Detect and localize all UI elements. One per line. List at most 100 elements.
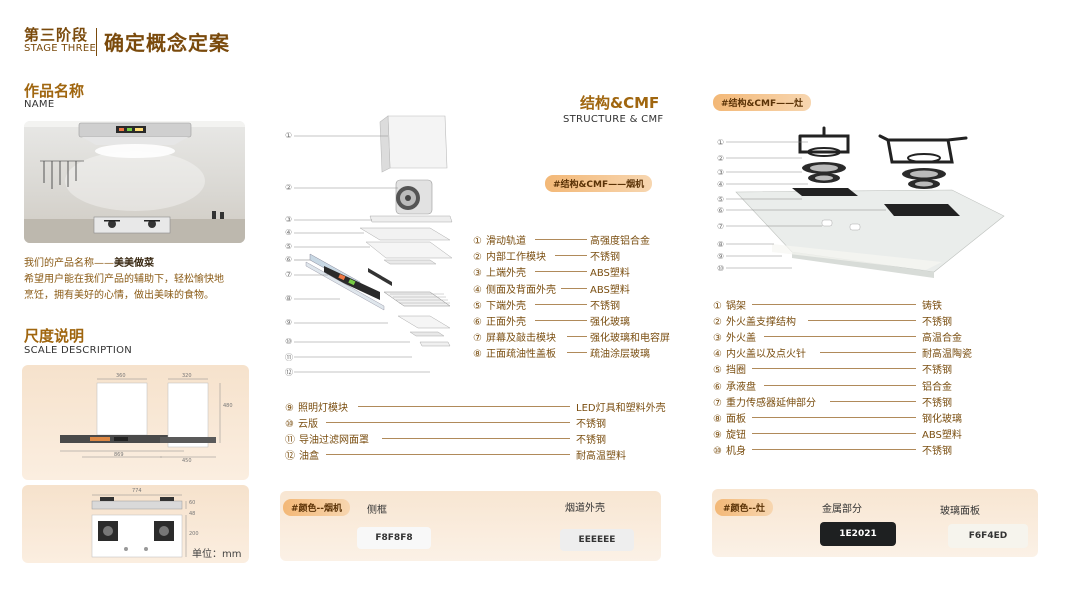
stove-callout-7: ⑦ (717, 222, 724, 231)
hood-part-name: 云版 (298, 419, 318, 430)
stove-callout-10: ⑩ (717, 264, 724, 273)
stove-part-material: 铝合金 (922, 378, 952, 393)
stove-color-hex-glass: F6F4ED (969, 531, 1007, 541)
stove-structure-tag: #结构&CMF——灶 (713, 94, 811, 111)
structure-title: 结构&CMF (580, 92, 659, 113)
hood-part-row: ⑨ 照明灯模块 (285, 399, 348, 414)
stove-part-material: ABS塑料 (922, 426, 962, 441)
hood-part-material: 不锈钢 (576, 415, 606, 430)
stove-callout-6: ⑥ (717, 206, 724, 215)
stove-color-swatch-metal: 1E2021 (820, 522, 896, 546)
hood-part-name: 下端外壳 (486, 301, 526, 312)
intro-line-3: 烹饪，拥有美好的心情，做出美味的食物。 (24, 288, 248, 304)
stove-part-leader (752, 449, 916, 450)
hood-part-number: ⑥ (473, 317, 482, 328)
stove-part-material: 铸铁 (922, 297, 942, 312)
stove-part-name: 挡圈 (726, 365, 746, 376)
hood-part-name: 照明灯模块 (298, 403, 348, 414)
stove-part-leader (764, 336, 916, 337)
intro-line-2: 希望用户能在我们产品的辅助下，轻松愉快地 (24, 272, 248, 288)
hood-part-name: 屏幕及敲击模块 (486, 333, 556, 344)
hood-part-leader (382, 438, 570, 439)
hood-callout-1: ① (285, 131, 292, 140)
hood-part-number: ⑨ (285, 403, 294, 414)
dim-hood-panel: 869 (114, 452, 124, 458)
hood-part-material: 高强度铝合金 (590, 232, 650, 247)
header-divider (96, 28, 97, 56)
hood-color-label-duct: 烟道外壳 (565, 499, 605, 514)
hood-part-material: ABS塑料 (590, 281, 630, 296)
hood-color-swatch-frame: F8F8F8 (357, 527, 431, 549)
stove-part-leader (752, 304, 916, 305)
hood-part-name: 上端外壳 (486, 268, 526, 279)
hood-callout-5: ⑤ (285, 242, 292, 251)
stage-label-cn: 第三阶段 (24, 24, 88, 45)
hood-callout-3: ③ (285, 215, 292, 224)
unit-label: 单位：mm (192, 545, 241, 560)
hood-part-row: ④侧面及背面外壳 (473, 281, 556, 296)
hood-color-tag: #颜色--烟机 (283, 499, 350, 516)
stove-part-material: 不锈钢 (922, 313, 952, 328)
hood-part-material: LED灯具和塑料外壳 (576, 399, 666, 414)
stove-part-number: ⑨ (713, 430, 722, 441)
hood-callout-12: ⑫ (285, 367, 293, 378)
product-name: 美美做菜 (114, 258, 154, 269)
stove-part-name: 外火盖 (726, 333, 756, 344)
product-intro: 我们的产品名称——美美做菜 希望用户能在我们产品的辅助下，轻松愉快地 烹饪，拥有… (24, 256, 248, 304)
hood-part-row: ⑪导油过滤网面罩 (285, 431, 369, 446)
hood-callout-11: ⑪ (285, 352, 293, 363)
hood-part-row: ②内部工作模块 (473, 248, 546, 263)
hood-part-leader (561, 288, 587, 289)
hood-part-material: 强化玻璃 (590, 313, 630, 328)
hood-color-hex-frame: F8F8F8 (375, 533, 412, 543)
hood-part-leader (555, 255, 587, 256)
dim-stove-height: 60 (189, 500, 195, 506)
hood-part-row: ⑥ 正面外壳 (473, 313, 526, 328)
hood-color-label-frame: 侧框 (367, 501, 387, 516)
hood-callout-10: ⑩ (285, 337, 292, 346)
hood-part-leader (326, 422, 570, 423)
hood-part-row: ⑤下端外壳 (473, 297, 526, 312)
stove-part-name: 旋钮 (726, 430, 746, 441)
hood-part-row: ⑦ 屏幕及敲击模块 (473, 329, 556, 344)
structure-subtitle: STRUCTURE & CMF (563, 114, 663, 125)
dim-hood-width: 360 (116, 373, 126, 379)
kitchen-render-image (24, 121, 245, 243)
hood-color-swatch-duct: EEEEEE (560, 529, 634, 551)
stove-part-leader (752, 368, 916, 369)
hood-part-name: 侧面及背面外壳 (486, 285, 556, 296)
hood-part-number: ⑦ (473, 333, 482, 344)
stove-callout-3: ③ (717, 168, 724, 177)
stove-part-leader (808, 320, 916, 321)
scale-section-subtitle: SCALE DESCRIPTION (24, 345, 132, 356)
hood-structure-tag: #结构&CMF——烟机 (545, 175, 652, 192)
stove-callout-5: ⑤ (717, 195, 724, 204)
stove-part-leader (764, 385, 916, 386)
hood-part-row: ⑫油盒 (285, 447, 319, 462)
stove-part-number: ⑦ (713, 398, 722, 409)
stove-part-number: ⑩ (713, 446, 722, 457)
dim-hood-depth: 320 (182, 373, 192, 379)
stove-part-name: 机身 (726, 446, 746, 457)
stove-part-row: ⑨ 旋钮 (713, 426, 746, 441)
hood-part-name: 正面外壳 (486, 317, 526, 328)
stove-scale-card: 774 60 200 48 单位：mm (22, 485, 249, 563)
hood-part-leader (535, 320, 587, 321)
hood-part-name: 导油过滤网面罩 (299, 435, 369, 446)
hood-part-row: ⑩云版 (285, 415, 318, 430)
hood-part-number: ① (473, 236, 482, 247)
stage-label-en: STAGE THREE (24, 43, 96, 54)
stove-callout-8: ⑧ (717, 240, 724, 249)
hood-callout-4: ④ (285, 228, 292, 237)
stove-callout-2: ② (717, 154, 724, 163)
stove-part-material: 不锈钢 (922, 442, 952, 457)
hood-part-name: 正面疏油性盖板 (486, 349, 556, 360)
hood-part-leader (535, 239, 587, 240)
hood-part-leader (326, 454, 570, 455)
hood-part-material: 不锈钢 (590, 297, 620, 312)
stove-callout-9: ⑨ (717, 252, 724, 261)
stove-color-label-metal: 金属部分 (822, 500, 862, 515)
stove-part-row: ④内火盖以及点火针 (713, 345, 806, 360)
